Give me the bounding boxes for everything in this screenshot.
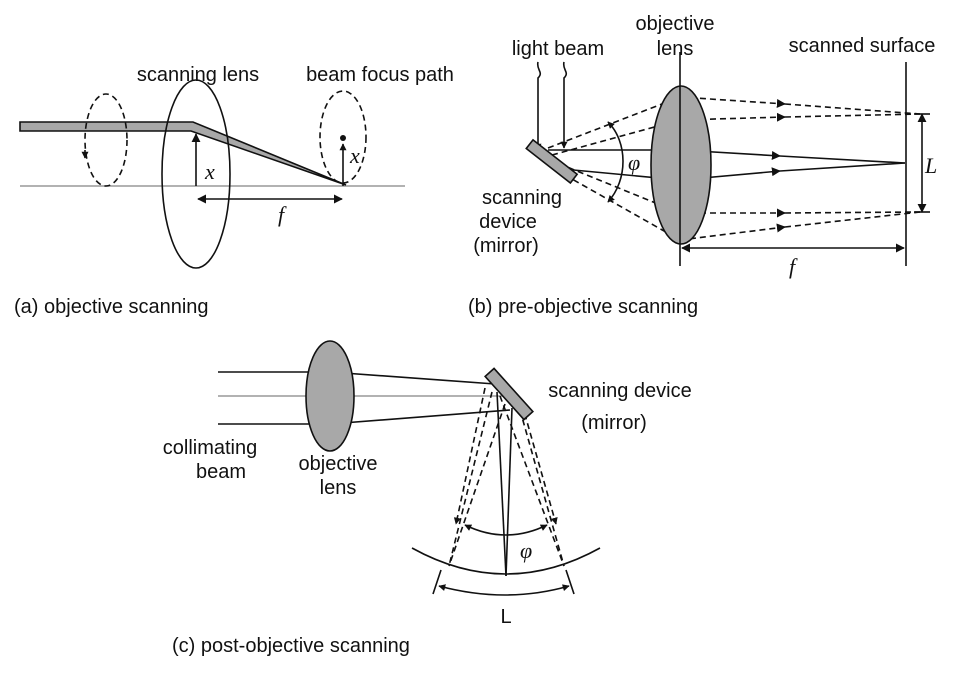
label-scanning-lens: scanning lens (137, 64, 259, 86)
objective-lens-c (305, 340, 355, 452)
arc-length-tick-right (565, 569, 575, 595)
label-light-beam: light beam (512, 38, 604, 60)
objective-lens-b (650, 85, 712, 245)
ray-lower-b (555, 169, 681, 241)
symbol-L-c: L (500, 606, 511, 628)
symbol-x-focus: x (349, 143, 360, 168)
ray-lower-a (549, 159, 681, 214)
converging-ray-top (329, 371, 496, 385)
label-scanning-device-b-1: scanning (482, 187, 562, 209)
arc-length-arrow (438, 584, 570, 596)
ray-upper-out-b2 (784, 113, 921, 118)
label-objective-lens-b-1: objective (636, 13, 715, 35)
scanning-mirror-c (484, 367, 534, 421)
symbol-f-b: f (789, 254, 798, 279)
converging-ray-bottom (329, 409, 511, 425)
rotation-path-ellipse (84, 93, 128, 187)
symbol-phi-c: φ (520, 538, 532, 563)
ray-c-center-1 (496, 391, 507, 577)
light-beam-line-right (560, 61, 568, 149)
scan-angle-arc-c (464, 524, 548, 536)
ray-upper-out-a2 (784, 103, 921, 115)
scan-angle-arc-b (607, 121, 624, 203)
label-scanning-device-c-2: (mirror) (581, 412, 647, 434)
arc-length-tick-left (432, 569, 442, 595)
ray-c-right-2 (519, 409, 565, 567)
caption-c: (c) post-objective scanning (172, 635, 410, 657)
label-scanned-surface: scanned surface (789, 35, 936, 57)
ray-c-center-2 (505, 407, 513, 577)
scanned-beam (19, 121, 347, 186)
focus-point-dot (340, 135, 346, 141)
panel-b-pre-objective-scanning: light beam objective lens scanned surfac… (468, 13, 937, 318)
scanning-mirror-b (525, 138, 579, 185)
ray-c-right-1 (499, 395, 565, 567)
ray-c-right-arrow (521, 403, 558, 525)
ray-upper-out-b (679, 112, 786, 122)
caption-a: (a) objective scanning (14, 296, 209, 318)
symbol-f-a: f (278, 202, 287, 227)
ray-center-out-top2 (779, 155, 906, 164)
light-beam-line-left (534, 61, 542, 151)
label-objective-lens-c-1: objective (299, 453, 378, 475)
label-scanning-device-b-3: (mirror) (473, 235, 539, 257)
scanning-lens (161, 79, 231, 269)
ray-lower-out-b2 (784, 211, 921, 228)
label-scanning-device-c-1: scanning device (548, 380, 691, 402)
ray-lower-out-a2 (784, 211, 921, 214)
panel-c-post-objective-scanning: collimating beam objective lens scanning… (163, 340, 692, 657)
label-collimating-beam-2: beam (196, 461, 246, 483)
symbol-L-b: L (924, 153, 937, 178)
label-collimating-beam-1: collimating (163, 437, 257, 459)
panel-a-objective-scanning: scanning lens beam focus path x x f (a) … (14, 64, 454, 318)
label-scanning-device-b-2: device (479, 211, 537, 233)
ray-c-left-1 (448, 391, 493, 567)
symbol-phi-b: φ (628, 150, 640, 175)
ray-lower-out-b (679, 223, 786, 241)
caption-b: (b) pre-objective scanning (468, 296, 698, 318)
symbol-x-lens: x (204, 159, 215, 184)
ray-c-left-2 (448, 403, 506, 567)
ray-upper-out-a (679, 96, 786, 108)
label-objective-lens-c-2: lens (320, 477, 357, 499)
label-objective-lens-b-2: lens (657, 38, 694, 60)
ray-center-out-bottom2 (779, 162, 906, 172)
ray-c-left-arrow (453, 387, 486, 525)
scanned-curved-surface (411, 547, 601, 575)
label-beam-focus-path: beam focus path (306, 64, 454, 86)
